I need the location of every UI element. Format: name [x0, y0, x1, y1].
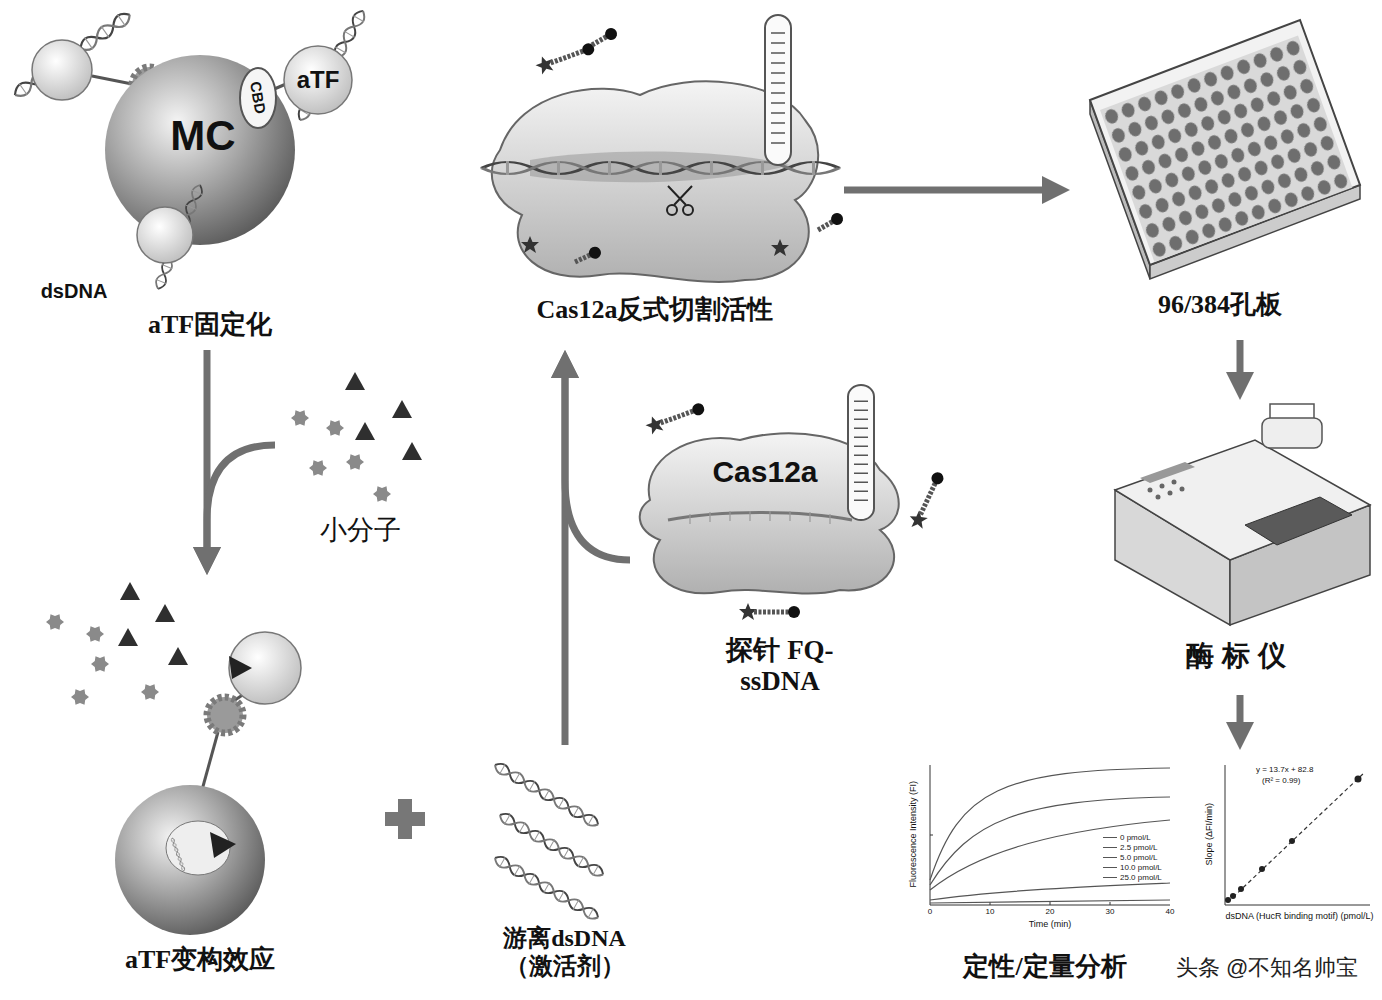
- allostery-stage: aTF变构效应: [40, 575, 364, 985]
- cas12a-probe-group: Cas12a 探针 FQ-ssDNA: [630, 380, 930, 725]
- microplate: [1090, 20, 1360, 279]
- flow-arrow: [1237, 695, 1244, 730]
- reader-stage: 酶标仪: [1100, 400, 1375, 695]
- tick-label: 40: [1158, 907, 1182, 916]
- small-molecules: [291, 372, 422, 502]
- legend-line-sample: [1103, 837, 1117, 838]
- stage-caption: 96/384孔板: [1070, 290, 1370, 320]
- stage-caption: 探针 FQ-ssDNA: [700, 635, 860, 697]
- stage-caption: 小分子: [275, 515, 445, 546]
- stage-caption: Cas12a反式切割活性: [470, 295, 840, 325]
- axis-title: Slope (ΔFI/min): [1204, 779, 1214, 889]
- cas12a-probe-scene: [640, 385, 947, 620]
- legend-line-sample: [1103, 867, 1117, 868]
- stage-caption: Cas12a: [690, 455, 840, 490]
- plate-stage: 96/384孔板: [1070, 10, 1374, 340]
- watermark: 头条 @不知名帅宝: [1158, 955, 1376, 980]
- legend-text: 2.5 pmol/L: [1120, 843, 1157, 852]
- legend-text: 25.0 pmol/L: [1120, 873, 1162, 882]
- legend-text: 10.0 pmol/L: [1120, 863, 1162, 872]
- legend-text: 5.0 pmol/L: [1120, 853, 1157, 862]
- legend-row: 10.0 pmol/L: [1103, 862, 1162, 872]
- flow-arrow: [207, 445, 275, 555]
- result-charts: [930, 765, 1370, 905]
- part-label: CBD: [245, 72, 271, 124]
- stage-caption: 酶标仪: [1120, 640, 1360, 672]
- tick-label: 10: [978, 907, 1002, 916]
- tick-label: 30: [1098, 907, 1122, 916]
- cleavage-stage: Cas12a反式切割活性: [470, 10, 844, 350]
- immobilization-stage: aTF固定化: [10, 10, 390, 350]
- plus-sign: [385, 799, 425, 839]
- fit-equation: (R² = 0.99): [1262, 776, 1342, 785]
- legend-row: 25.0 pmol/L: [1103, 872, 1162, 882]
- activator-group: 游离dsDNA （激活剂）: [470, 745, 660, 995]
- part-label: aTF: [290, 66, 346, 94]
- cas12a-cleavage-scene: [482, 15, 845, 282]
- legend-row: 2.5 pmol/L: [1103, 842, 1162, 852]
- flow-arrow: [565, 370, 630, 560]
- stage-caption: 游离dsDNA （激活剂）: [497, 925, 632, 980]
- axis-title: dsDNA (HucR binding motif) (pmol/L): [1222, 911, 1377, 921]
- flow-arrow: [1237, 340, 1244, 380]
- part-label: MC: [158, 112, 248, 160]
- chart-legend: 0 pmol/L2.5 pmol/L5.0 pmol/L10.0 pmol/L2…: [1103, 832, 1162, 882]
- legend-line-sample: [1103, 847, 1117, 848]
- tick-label: 0: [918, 907, 942, 916]
- legend-line-sample: [1103, 877, 1117, 878]
- stage-caption: aTF固定化: [40, 310, 380, 340]
- legend-row: 5.0 pmol/L: [1103, 852, 1162, 862]
- allosteric-atf-scene: [46, 582, 301, 935]
- stage-caption: aTF变构效应: [40, 945, 360, 975]
- molecule-group: 小分子: [275, 360, 449, 560]
- immobilized-atf-scene: [11, 8, 368, 291]
- legend-row: 0 pmol/L: [1103, 832, 1162, 842]
- fit-equation: y = 13.7x + 82.8: [1256, 765, 1356, 774]
- stage-caption: 定性/定量分析: [945, 952, 1145, 982]
- axis-title: Time (min): [1010, 919, 1090, 929]
- plate-reader: [1115, 404, 1370, 625]
- free-dsdna: [492, 760, 606, 923]
- legend-text: 0 pmol/L: [1120, 833, 1151, 842]
- tick-label: 20: [1038, 907, 1062, 916]
- legend-line-sample: [1103, 857, 1117, 858]
- part-label: dsDNA: [28, 280, 120, 303]
- axis-title: Fluorescence Intensity (FI): [908, 759, 918, 909]
- flow-arrow: [844, 187, 1050, 194]
